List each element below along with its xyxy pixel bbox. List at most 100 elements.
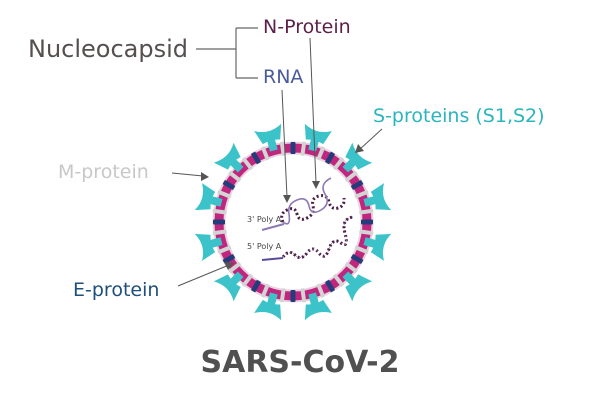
m-protein xyxy=(212,208,227,215)
spike-head xyxy=(345,142,373,170)
m-protein xyxy=(261,146,270,161)
leader-rna xyxy=(281,89,288,198)
spike-protein xyxy=(304,123,332,152)
spike-stalk xyxy=(266,137,278,152)
m-protein-bar xyxy=(333,157,345,171)
m-protein-bar xyxy=(279,288,286,303)
rna-strand-upper xyxy=(280,194,346,223)
m-protein xyxy=(333,157,345,171)
m-protein-bar xyxy=(359,229,374,236)
leader-s-proteins-arrowhead xyxy=(355,144,364,153)
leader-m-protein-arrowhead xyxy=(201,172,209,181)
m-protein xyxy=(241,273,253,287)
spike-head xyxy=(213,142,241,170)
spike-protein xyxy=(194,233,223,261)
m-protein-bar xyxy=(300,141,307,156)
e-protein xyxy=(251,151,261,164)
m-protein-bar xyxy=(217,190,232,199)
m-protein xyxy=(261,283,270,298)
leader-lines xyxy=(171,37,383,287)
e-protein-bar xyxy=(222,254,235,264)
e-protein xyxy=(290,290,296,302)
e-protein xyxy=(222,180,235,190)
rna-strand-lower-2 xyxy=(282,216,354,259)
m-protein xyxy=(228,262,242,274)
e-protein xyxy=(351,254,364,264)
spike-head xyxy=(194,183,216,211)
e-protein-group xyxy=(213,142,373,302)
m-protein xyxy=(344,262,358,274)
e-protein xyxy=(325,151,335,164)
m-protein xyxy=(217,190,232,199)
m-protein xyxy=(300,288,307,303)
e-protein xyxy=(325,280,335,293)
m-protein-label: M-protein xyxy=(58,161,149,183)
m-protein-bar xyxy=(354,190,369,199)
leader-e-protein-arrowhead xyxy=(224,262,234,270)
e-protein xyxy=(251,280,261,293)
m-protein xyxy=(279,288,286,303)
spike-protein xyxy=(213,271,244,302)
rna-strand-lower xyxy=(281,215,354,260)
e-protein-bar xyxy=(251,151,261,164)
e-protein-bar xyxy=(325,151,335,164)
leader-n-protein-arrowhead xyxy=(312,181,320,189)
spike-head xyxy=(254,123,282,145)
nucleocapsid-label: Nucleocapsid xyxy=(28,35,189,63)
m-protein-bar xyxy=(316,283,325,298)
poly-a-3-label: 3' Poly A xyxy=(247,215,282,224)
m-protein-bar xyxy=(261,283,270,298)
spike-head xyxy=(254,299,282,321)
e-protein xyxy=(351,180,364,190)
spike-protein xyxy=(342,271,373,302)
m-protein xyxy=(333,273,345,287)
spike-stalk xyxy=(208,195,223,207)
e-protein-bar xyxy=(351,180,364,190)
e-protein xyxy=(290,142,296,154)
spike-head xyxy=(370,183,392,211)
m-protein xyxy=(228,170,242,182)
poly-a-3-tail xyxy=(261,223,285,231)
m-protein xyxy=(359,208,374,215)
leader-n-protein xyxy=(309,37,317,184)
spike-protein xyxy=(254,292,282,321)
e-protein-bar xyxy=(251,280,261,293)
m-protein-bar xyxy=(228,170,242,182)
m-protein-bar xyxy=(241,273,253,287)
e-protein-bar xyxy=(351,254,364,264)
m-protein xyxy=(359,229,374,236)
m-protein-bar xyxy=(212,208,227,215)
spike-stalk xyxy=(208,237,223,249)
viral-envelope xyxy=(194,123,392,321)
e-protein-bar xyxy=(213,219,225,225)
poly-a-5-tail xyxy=(261,257,284,261)
spike-head xyxy=(370,233,392,261)
m-protein-bar xyxy=(212,229,227,236)
spike-head xyxy=(213,274,241,302)
m-protein-bar xyxy=(354,245,369,254)
poly-a-5-label: 5' Poly A xyxy=(247,242,282,251)
spike-protein-group xyxy=(194,123,392,321)
m-protein xyxy=(241,157,253,171)
spike-protein xyxy=(363,233,392,261)
m-protein-bar xyxy=(316,146,325,161)
leader-e-protein xyxy=(177,264,230,287)
m-protein-bar xyxy=(241,157,253,171)
e-protein xyxy=(361,219,373,225)
m-protein-group xyxy=(212,141,374,303)
m-protein-bar xyxy=(344,262,358,274)
spike-protein xyxy=(254,123,282,152)
spike-protein xyxy=(213,142,244,173)
leader-s-proteins xyxy=(358,128,383,151)
spike-stalk xyxy=(363,195,378,207)
m-protein-bar xyxy=(344,170,358,182)
spike-protein xyxy=(342,142,373,173)
m-protein xyxy=(354,245,369,254)
spike-stalk xyxy=(308,137,320,152)
m-protein xyxy=(316,146,325,161)
nucleocapsid-bracket xyxy=(196,27,258,79)
m-protein-bar xyxy=(359,208,374,215)
rna-genome xyxy=(261,177,354,261)
spike-protein xyxy=(304,292,332,321)
